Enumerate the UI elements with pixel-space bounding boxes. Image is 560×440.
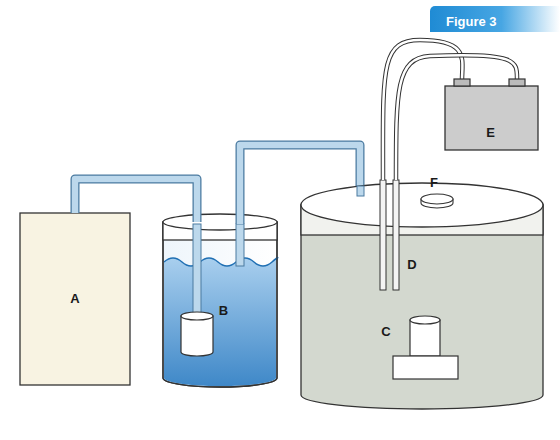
tube-connector (75, 179, 197, 222)
part-letter: D (407, 258, 416, 272)
tank-lid-top (301, 183, 543, 227)
cylinder (410, 320, 440, 356)
battery-terminal (454, 79, 470, 86)
figure-title: Figure 3 (446, 14, 497, 29)
jar-lid-top (163, 214, 277, 230)
water-surface (164, 257, 278, 266)
part-letter: A (70, 292, 79, 306)
part-letter: F (430, 176, 438, 190)
part-letter: C (381, 325, 390, 339)
electrode (380, 180, 386, 290)
water (164, 257, 278, 386)
base (393, 356, 458, 379)
battery-box: E (445, 86, 538, 150)
sinker (181, 316, 213, 356)
electrode (393, 180, 399, 290)
container-box: A (20, 213, 130, 385)
tank-body (301, 205, 543, 409)
battery (445, 86, 538, 150)
battery-terminal (509, 79, 525, 86)
container-a (20, 213, 130, 385)
tube (236, 224, 244, 266)
jar-body (163, 222, 277, 387)
part-letter: E (486, 126, 495, 140)
figure-tab: Figure 3 (430, 6, 560, 32)
part-letter: B (219, 304, 228, 318)
tube (193, 224, 201, 316)
jar: B (163, 214, 277, 387)
